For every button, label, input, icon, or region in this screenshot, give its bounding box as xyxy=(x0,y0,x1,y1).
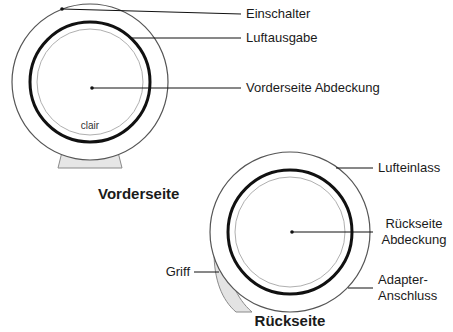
front-outer-ring xyxy=(12,4,168,160)
leader-line xyxy=(292,232,373,233)
front-cover xyxy=(37,29,143,135)
brand-logo: clair xyxy=(81,120,99,132)
view-caption: Rückseite xyxy=(255,312,326,330)
leader-line xyxy=(92,88,241,89)
leader-line xyxy=(336,168,373,169)
part-label: Einschalter xyxy=(246,6,310,22)
leader-line xyxy=(131,38,241,39)
part-label: Adapter- Anschluss xyxy=(378,272,450,304)
front-air-outlet-ring xyxy=(30,22,150,142)
leader-line xyxy=(194,272,219,273)
part-label: Rückseite Abdeckung xyxy=(378,216,450,248)
part-label: Vorderseite Abdeckung xyxy=(246,80,380,96)
view-caption: Vorderseite xyxy=(98,185,179,203)
part-label: Lufteinlass xyxy=(378,160,440,176)
leader-line xyxy=(62,9,241,14)
part-label: Griff xyxy=(166,264,190,280)
leader-line xyxy=(348,288,373,289)
leader-dot xyxy=(290,230,294,234)
part-label: Luftausgabe xyxy=(246,30,318,46)
leader-dot xyxy=(90,86,94,90)
leader-dot xyxy=(60,7,64,11)
